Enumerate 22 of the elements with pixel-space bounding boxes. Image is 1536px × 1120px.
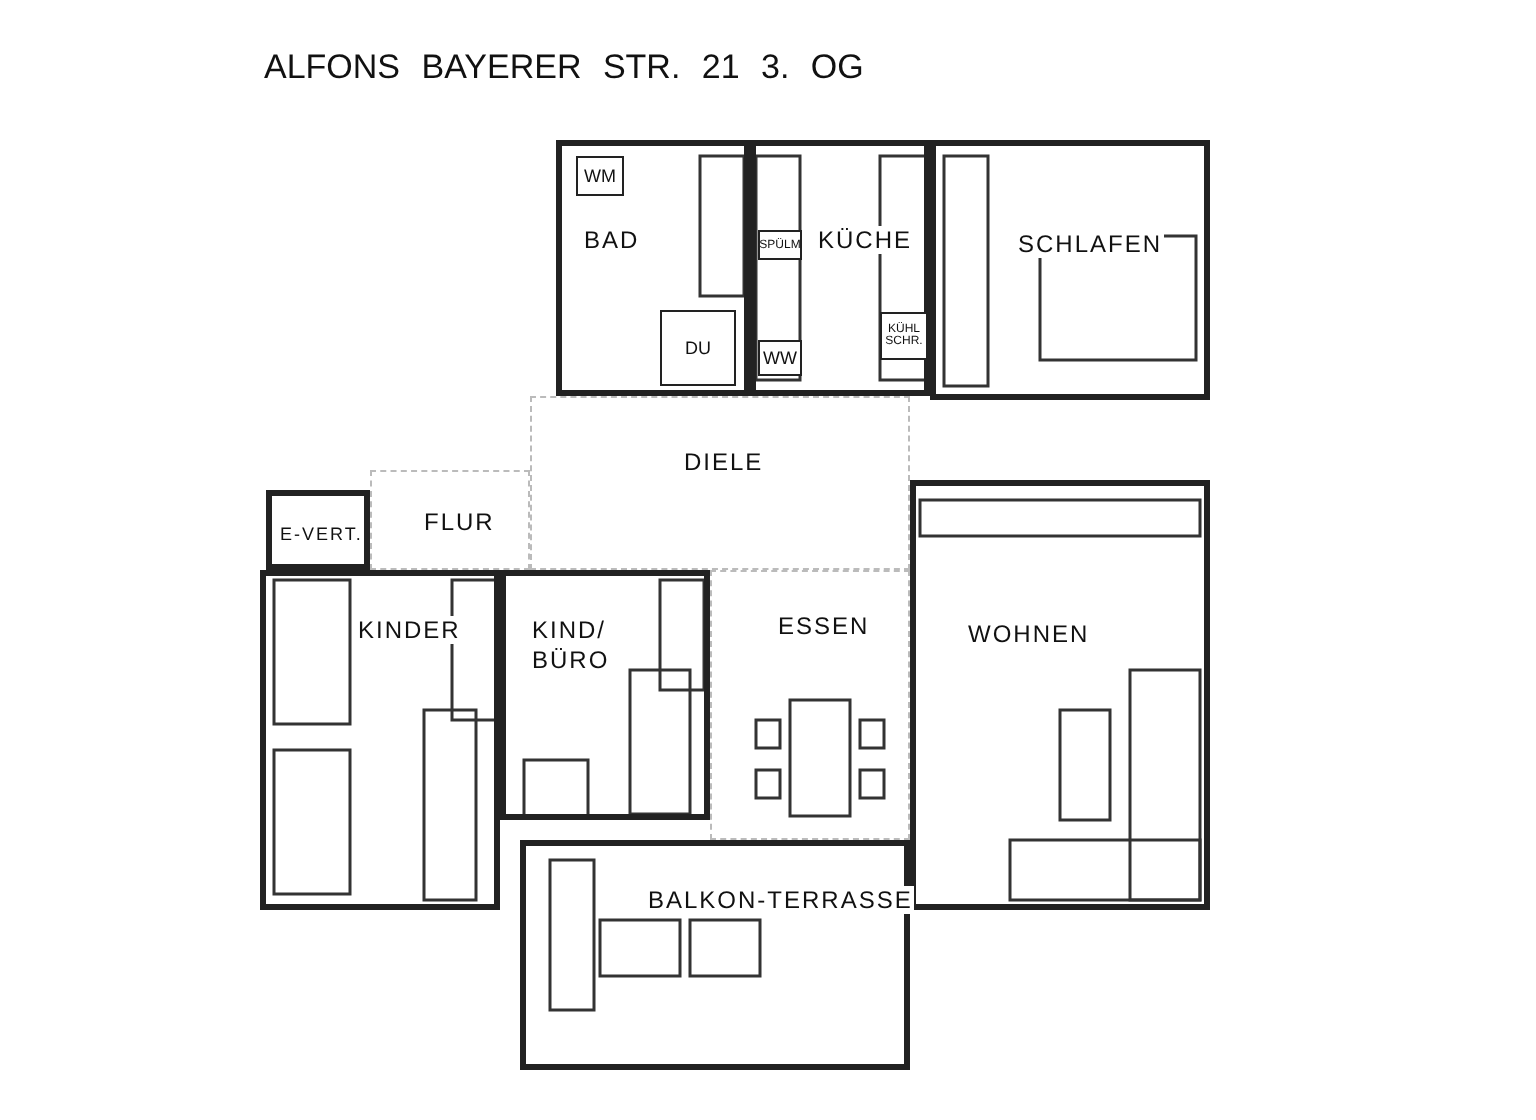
fixture-box: WW (758, 340, 802, 376)
fixture-box: DU (660, 310, 736, 386)
room-label: SCHLAFEN (1016, 230, 1165, 258)
room-outline (260, 570, 500, 910)
room-outline (930, 140, 1210, 400)
room-label: DIELE (682, 448, 766, 476)
room-label: BALKON-TERRASSE (646, 886, 915, 914)
room-outline (500, 570, 710, 820)
room-label: KÜCHE (816, 226, 915, 254)
room-label: WOHNEN (966, 620, 1092, 648)
fixture-box: WM (576, 156, 624, 196)
room-label: KINDER (356, 616, 463, 644)
room-label: FLUR (422, 508, 497, 536)
room-outline (750, 140, 930, 396)
room-label: BAD (582, 226, 642, 254)
plan-title: ALFONS BAYERER STR. 21 3. OG (264, 48, 864, 88)
room-outline (520, 840, 910, 1070)
room-outline (266, 490, 370, 570)
room-label: E-VERT. (278, 524, 365, 544)
room-outline (556, 140, 750, 396)
room-label: ESSEN (776, 612, 872, 640)
room-outline (910, 480, 1210, 910)
